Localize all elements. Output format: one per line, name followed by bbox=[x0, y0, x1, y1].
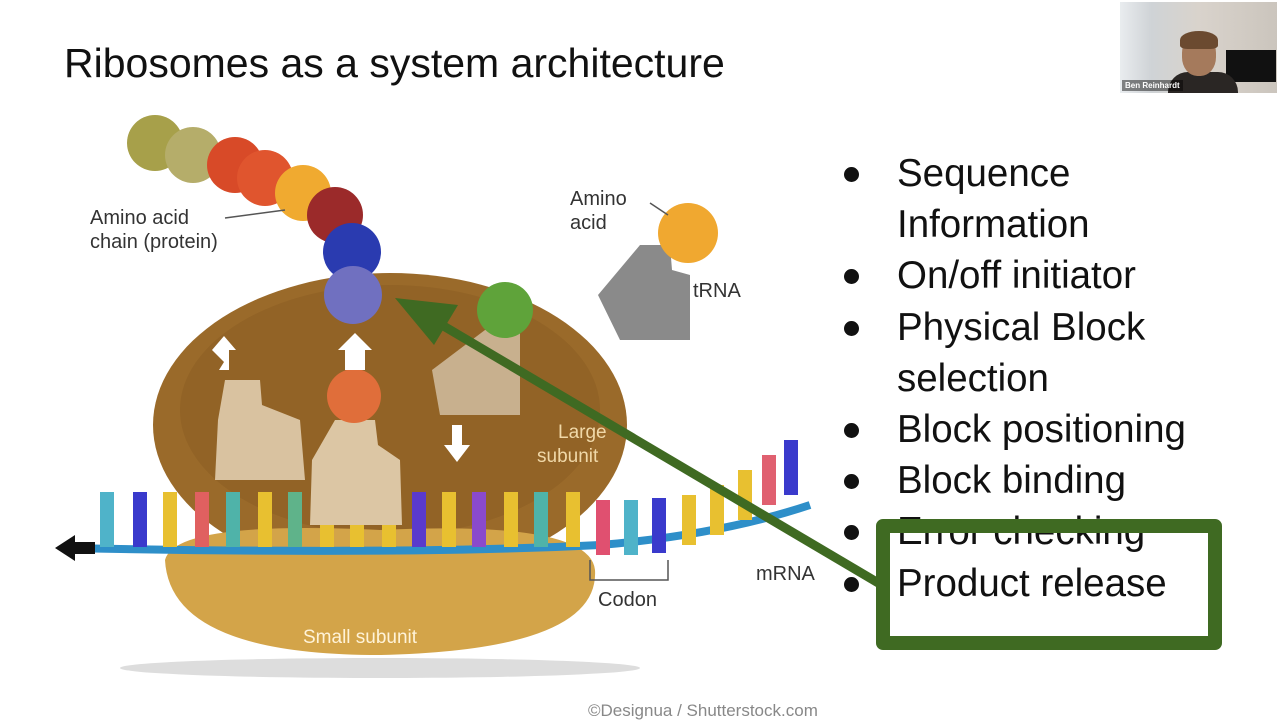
background-tv bbox=[1226, 50, 1276, 82]
trna-right bbox=[432, 330, 520, 415]
arrow-up-icon bbox=[212, 336, 236, 370]
amino-acid-bound bbox=[327, 369, 381, 423]
label-mrna: mRNA bbox=[756, 563, 816, 585]
annotation-arrow-head bbox=[395, 298, 458, 345]
participant-hair bbox=[1180, 31, 1218, 49]
ribosome-diagram: Amino acid chain (protein) Amino acid tR… bbox=[55, 115, 880, 678]
amino-acid-incoming bbox=[477, 282, 533, 338]
label-large-2: subunit bbox=[537, 446, 599, 467]
participant-video-tile[interactable]: Ben Reinhardt bbox=[1120, 2, 1277, 93]
bullet-item: Block binding bbox=[838, 455, 1186, 506]
bullet-item: On/off initiator bbox=[838, 250, 1186, 301]
shadow bbox=[120, 658, 640, 678]
label-codon: Codon bbox=[598, 589, 657, 611]
label-amino-1: Amino bbox=[570, 188, 627, 210]
label-chain-1: Amino acid bbox=[90, 207, 189, 229]
arrow-left-icon bbox=[55, 535, 95, 561]
arrow-up-icon bbox=[338, 333, 372, 370]
mrna-strand bbox=[69, 501, 812, 555]
bullet-item: Physical Block selection bbox=[838, 302, 1186, 404]
arrow-down-icon bbox=[444, 425, 470, 462]
free-amino-acid bbox=[658, 203, 718, 263]
annotation-arrow-line bbox=[427, 314, 880, 588]
bullet-item: Sequence Information bbox=[838, 148, 1186, 250]
slide-title: Ribosomes as a system architecture bbox=[64, 40, 725, 86]
participant-name: Ben Reinhardt bbox=[1122, 80, 1183, 91]
label-trna: tRNA bbox=[693, 280, 741, 302]
small-subunit bbox=[165, 528, 596, 655]
label-large-1: Large bbox=[558, 422, 607, 443]
amino-acid-chain bbox=[127, 115, 382, 324]
bullet-item: Product release bbox=[838, 558, 1186, 609]
image-credit: ©Designua / Shutterstock.com bbox=[588, 701, 818, 720]
trna-middle bbox=[310, 420, 402, 525]
participant-body bbox=[1168, 72, 1238, 93]
highlight-box bbox=[876, 519, 1222, 650]
label-small: Small subunit bbox=[303, 627, 418, 648]
bullet-item: Block positioning bbox=[838, 404, 1186, 455]
codon-bracket bbox=[589, 560, 669, 581]
label-chain-2: chain (protein) bbox=[90, 231, 218, 253]
free-trna bbox=[598, 245, 690, 340]
label-amino-2: acid bbox=[570, 212, 607, 234]
trna-left bbox=[215, 380, 305, 480]
